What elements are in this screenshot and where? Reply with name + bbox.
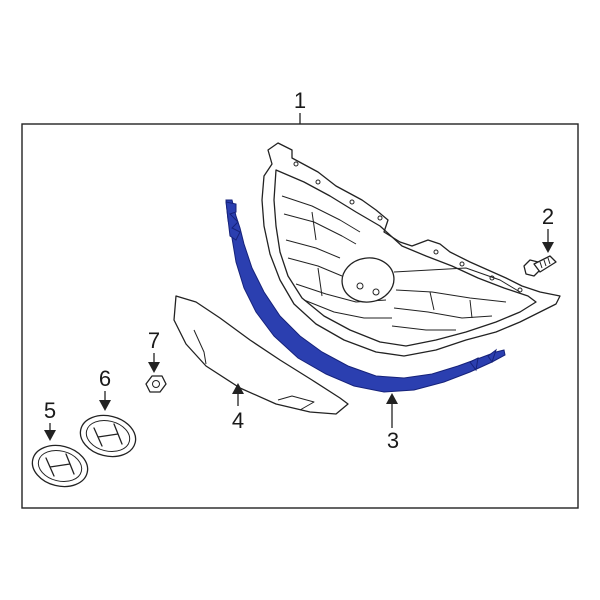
grille-vertical-dividers: [311, 211, 473, 319]
grille-molding-strip: [225, 199, 506, 393]
callout-2-arrow: [542, 242, 554, 253]
grille-bar-8: [395, 289, 507, 303]
callout-7-label: 7: [148, 328, 160, 353]
grille-clip-hole: [349, 199, 355, 205]
grille-assembly: [261, 142, 561, 357]
callout-4-arrow: [232, 383, 244, 394]
grille-clip-hole: [377, 215, 383, 221]
callout-6: 6: [99, 366, 111, 411]
callout-3-label: 3: [387, 428, 399, 453]
grille-bar-3: [285, 239, 341, 259]
grille-inner-bezel: [273, 169, 537, 347]
trim-panel: [173, 295, 349, 415]
molding-strip-tab: [469, 348, 497, 372]
callout-6-arrow: [99, 400, 111, 411]
callout-4-label: 4: [232, 408, 244, 433]
grille-bar-4: [287, 257, 343, 277]
grille-bar-10: [391, 325, 456, 331]
nut-icon: [145, 375, 167, 393]
bolt-icon: [523, 255, 557, 277]
callout-7: 7: [148, 328, 160, 373]
emblem-icon: [31, 444, 89, 488]
trim-panel-notch: [277, 395, 315, 411]
emblem-mount-hole-left: [356, 282, 364, 290]
grille-clip-hole: [459, 261, 465, 267]
grille-bar-9: [393, 307, 493, 319]
bolt-thread: [539, 257, 551, 269]
emblem-6-letter: [93, 423, 123, 447]
grille-clip-hole: [315, 179, 321, 185]
callout-5-label: 5: [44, 398, 56, 423]
molding-strip-body: [225, 199, 506, 393]
grille-clip-hole: [489, 275, 495, 281]
callout-6-label: 6: [99, 366, 111, 391]
grille-bar-6: [303, 299, 392, 319]
grille-bar-1: [281, 195, 361, 233]
callout-2-label: 2: [542, 204, 554, 229]
grille-clip-hole: [433, 249, 439, 255]
callout-1-label: 1: [294, 88, 306, 113]
callout-1: 1: [294, 88, 306, 124]
grille-clip-hole: [517, 287, 523, 293]
callout-4: 4: [232, 383, 244, 433]
nut-body: [145, 375, 167, 393]
callout-3-arrow: [386, 393, 398, 404]
grille-bar-7: [393, 267, 521, 293]
grille-clip-hole: [293, 161, 299, 167]
nut-hole: [152, 380, 160, 388]
emblem-6-inner: [85, 420, 131, 452]
callout-3: 3: [386, 393, 399, 453]
emblem-5-inner: [37, 450, 83, 482]
callout-5-arrow: [44, 430, 56, 441]
callout-2: 2: [542, 204, 554, 253]
trim-panel-crease: [193, 329, 207, 365]
emblem-5-letter: [45, 453, 75, 477]
callout-5: 5: [44, 398, 56, 441]
grille-bar-2: [283, 213, 357, 245]
grille-emblem-mount: [341, 257, 395, 303]
molding-strip-end-clip: [225, 201, 241, 241]
callout-7-arrow: [148, 362, 160, 373]
emblem-icon: [79, 414, 137, 458]
trim-panel-body: [173, 295, 349, 415]
emblem-mount-hole-right: [372, 288, 380, 296]
